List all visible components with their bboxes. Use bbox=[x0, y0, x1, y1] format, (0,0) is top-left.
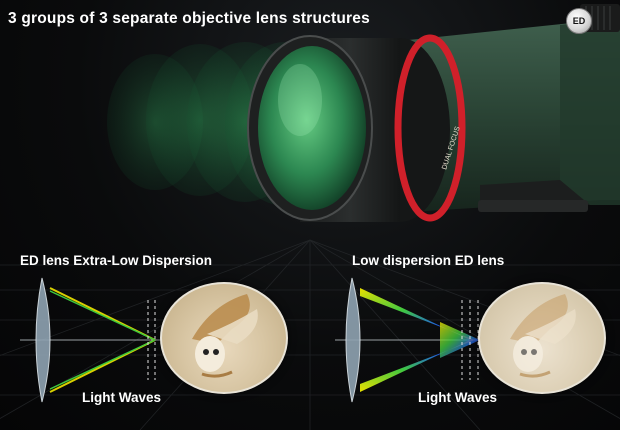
diagram-left-rays bbox=[20, 277, 175, 403]
diagram-right-rays bbox=[335, 277, 490, 403]
diagram-right-caption: Light Waves bbox=[418, 390, 498, 405]
page-title: 3 groups of 3 separate objective lens st… bbox=[8, 10, 370, 27]
owl-illustration-left bbox=[192, 294, 258, 378]
owl-image-blurred bbox=[478, 282, 606, 394]
ring-text-layer: DUAL FOCUS bbox=[441, 125, 462, 170]
owl-image-sharp bbox=[160, 282, 288, 394]
diagram-left-title: ED lens Extra-Low Dispersion bbox=[20, 253, 213, 268]
ring-text: DUAL FOCUS bbox=[441, 125, 462, 170]
badge-label: ED bbox=[572, 16, 586, 26]
ed-badge: ED bbox=[566, 8, 592, 34]
owl-illustration-right bbox=[510, 294, 576, 378]
diagram-left-caption: Light Waves bbox=[82, 390, 162, 405]
spotting-scope-illustration bbox=[107, 4, 620, 222]
diagram-right-title: Low dispersion ED lens bbox=[352, 253, 505, 268]
